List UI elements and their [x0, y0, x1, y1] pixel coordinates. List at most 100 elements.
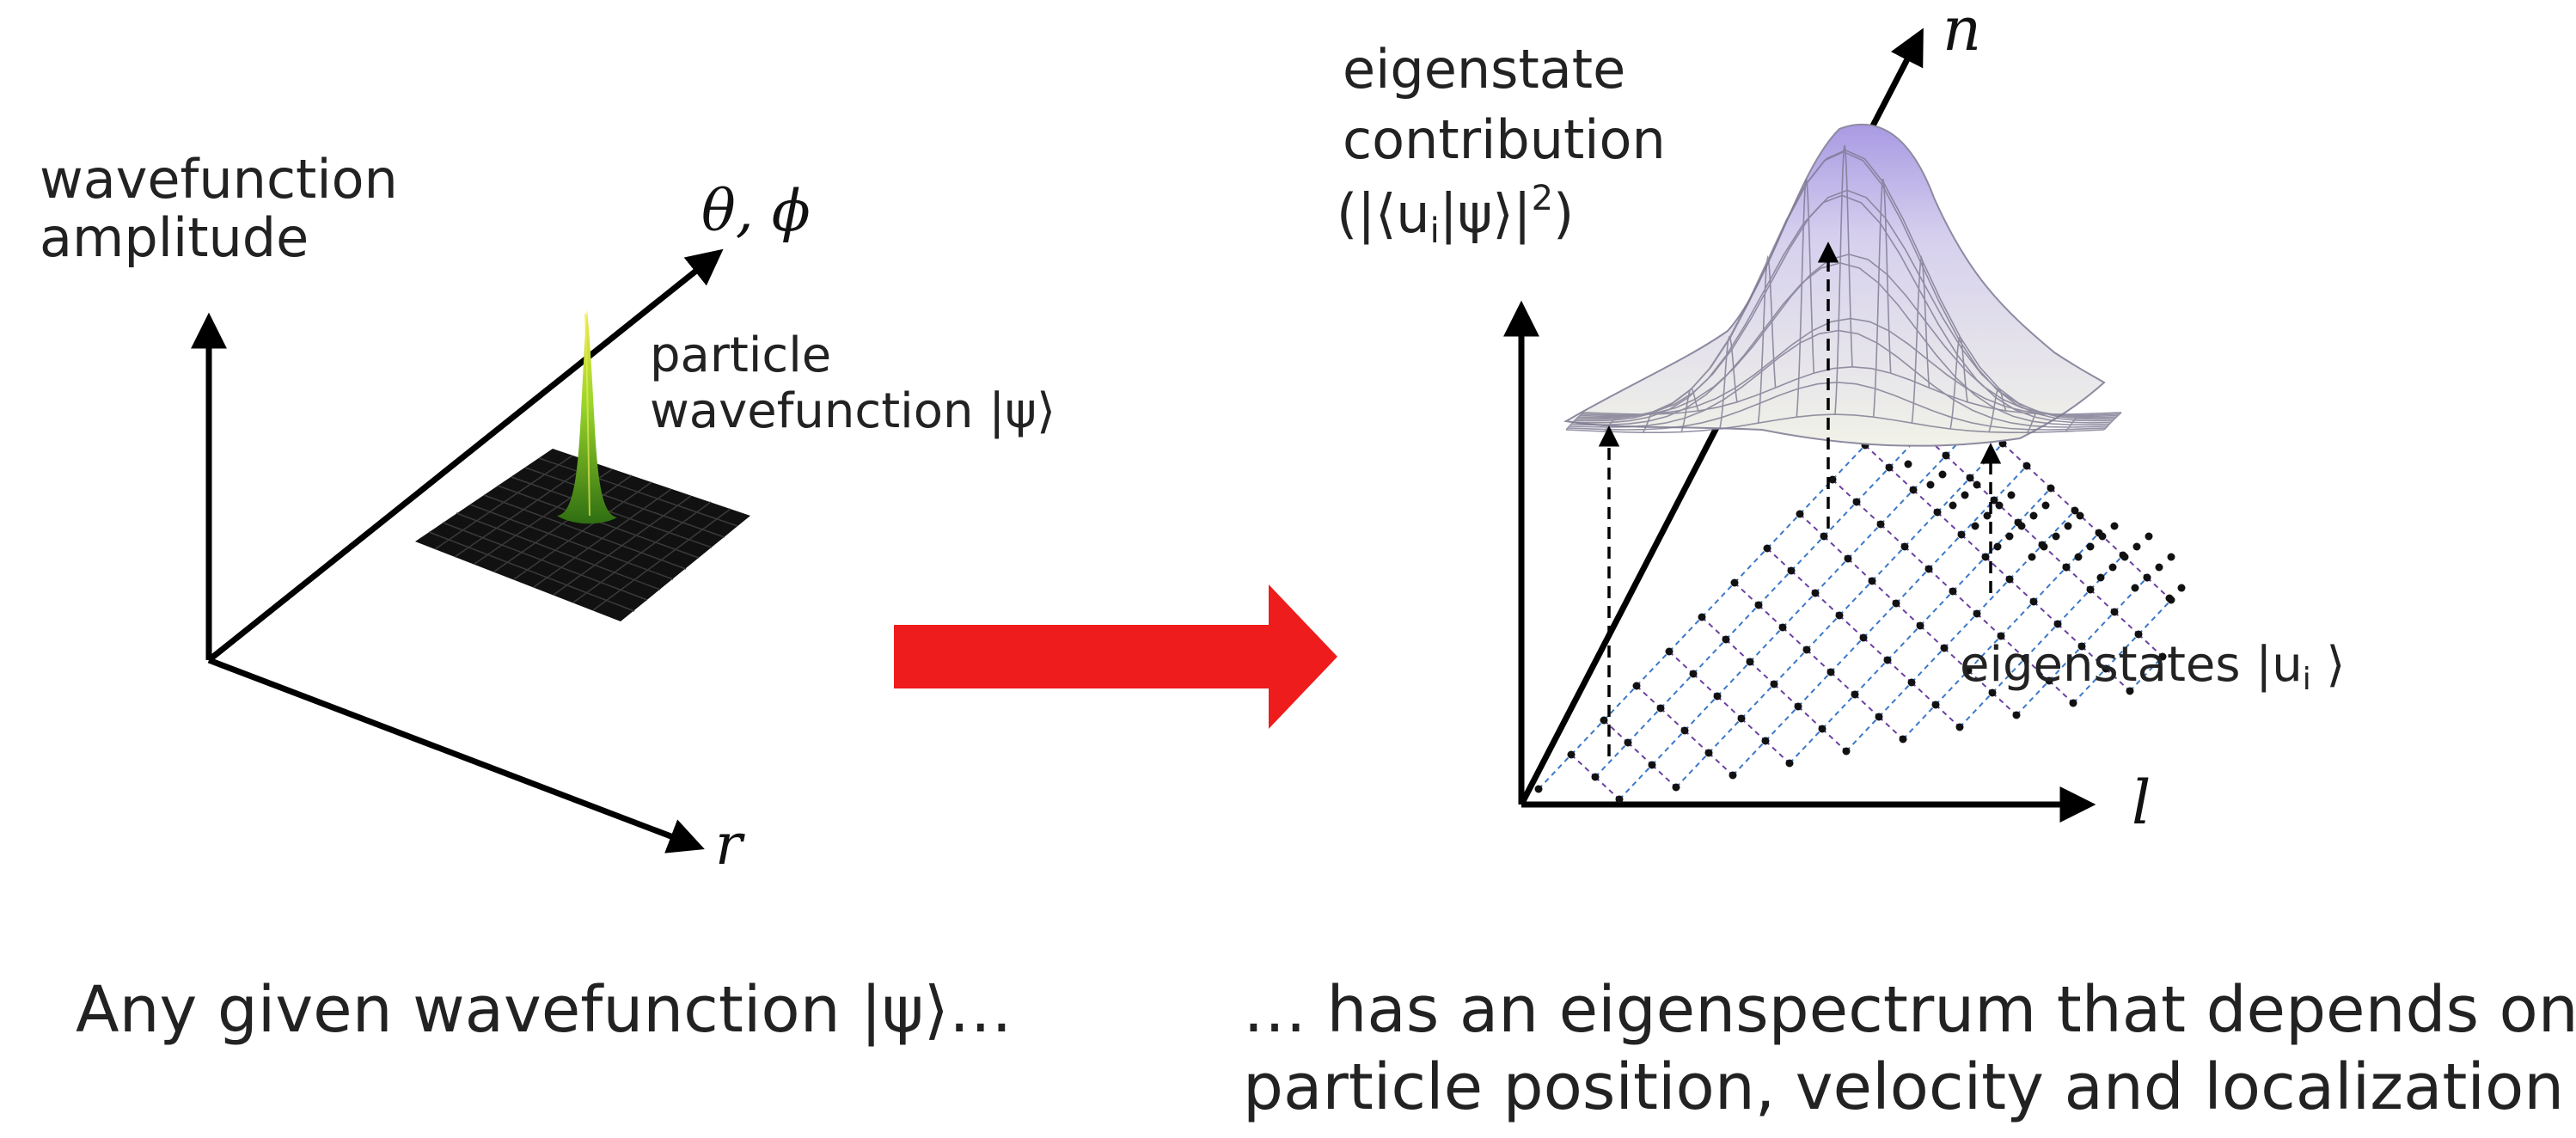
- surface-mesh-line: [1577, 189, 2117, 419]
- left-panel: wavefunction amplitude θ, ϕ r particle w…: [40, 148, 1055, 1047]
- lattice-link: [1976, 613, 2002, 637]
- right-caption-line2: particle position, velocity and localiza…: [1243, 1050, 2564, 1124]
- eigenstate-point: [1955, 723, 1964, 731]
- eigenstate-point: [1942, 451, 1950, 460]
- lattice-link: [1570, 754, 1596, 778]
- lattice-link: [1684, 695, 1718, 731]
- lattice-link: [1854, 694, 1880, 718]
- eigenstate-point: [2165, 594, 2174, 603]
- eigenstate-point: [1844, 554, 1852, 563]
- eigenstate-point: [1754, 601, 1763, 609]
- lattice-link: [2048, 645, 2083, 682]
- eigenstate-point: [1907, 678, 1916, 687]
- eigenstate-point: [1730, 578, 1739, 587]
- eigenstate-point: [2076, 511, 2084, 520]
- lattice-link: [1895, 603, 1921, 627]
- eigenstate-point: [1632, 682, 1641, 690]
- eigenstate-point: [2012, 711, 2021, 719]
- lattice-link: [1887, 625, 1921, 661]
- eigenstate-point: [2029, 597, 2038, 606]
- eigenstate-point: [2086, 585, 2095, 594]
- eigenstate-point: [2108, 563, 2117, 572]
- lattice-link: [1708, 718, 1742, 754]
- eigenstate-point: [1835, 611, 1844, 620]
- lattice-link: [1985, 522, 2019, 558]
- eigenstate-point: [2086, 542, 2095, 551]
- lattice-link: [2002, 443, 2028, 467]
- lattice-link: [1935, 670, 1969, 706]
- lattice-link: [1912, 489, 1938, 513]
- lattice-link: [1741, 683, 1775, 719]
- lattice-link: [1725, 639, 1751, 663]
- lattice-link: [1692, 639, 1727, 675]
- eigenstate-point: [1704, 749, 1713, 757]
- eigenstate-point: [2132, 542, 2141, 551]
- lattice-link: [1684, 730, 1710, 754]
- eigenstate-point: [1737, 714, 1746, 723]
- lattice-link: [1928, 534, 1962, 570]
- lattice-link: [2009, 578, 2034, 603]
- lattice-link: [2041, 510, 2076, 546]
- eigenstate-point: [1966, 474, 1974, 482]
- eigenstate-point: [1949, 501, 1957, 510]
- lattice-link: [1725, 604, 1759, 640]
- lattice-link: [1919, 625, 1945, 649]
- lattice-link: [2026, 465, 2052, 489]
- left-depth-axis-label: θ, ϕ: [701, 178, 811, 244]
- lattice-link: [1880, 489, 1914, 525]
- eigenstate-point: [1997, 632, 2005, 640]
- lattice-link: [1594, 776, 1620, 800]
- lattice-link: [1758, 604, 1784, 628]
- eigenstate-point: [1859, 633, 1868, 642]
- eigenstate-point: [1949, 587, 1957, 596]
- lattice-link: [1758, 570, 1792, 606]
- lattice-link: [1741, 718, 1766, 742]
- lattice-link: [1773, 683, 1799, 707]
- lattice-link: [1749, 661, 1775, 685]
- lattice-link: [1878, 682, 1912, 718]
- right-y-axis-label-line3: (|⟨ui|ψ⟩|2): [1337, 179, 1574, 251]
- lattice-link: [1976, 578, 2010, 615]
- eigenstate-point: [1904, 460, 1912, 468]
- lattice-link: [1734, 548, 1768, 584]
- eigenstate-point: [2110, 522, 2119, 530]
- surface-mesh-line: [1579, 254, 2119, 417]
- lattice-link: [1911, 682, 1937, 706]
- eigenstate-point: [2069, 699, 2077, 707]
- eigenstate-point: [1931, 701, 1940, 709]
- lattice-link: [2105, 633, 2139, 670]
- eigenstate-point: [1988, 688, 1997, 697]
- lattice-link: [1701, 616, 1727, 640]
- lattice-link: [1651, 764, 1677, 788]
- eigenstate-point: [1624, 738, 1632, 747]
- eigenstate-point: [2145, 532, 2153, 541]
- lattice-link: [1832, 479, 1857, 503]
- eigenstate-surface: [1563, 123, 2122, 447]
- eigenstate-point: [2131, 584, 2139, 592]
- eigenstate-point: [2177, 584, 2186, 592]
- eigenstate-point: [2005, 575, 2014, 584]
- eigenstate-point: [2053, 620, 2062, 628]
- lattice-link: [1832, 444, 1866, 480]
- eigenstate-point: [1591, 773, 1600, 781]
- lattice-link: [1887, 659, 1912, 683]
- lattice-link: [2017, 487, 2052, 523]
- lattice-link: [1636, 685, 1661, 709]
- eigenstate-point: [1842, 747, 1851, 756]
- eigenstate-point: [2134, 630, 2143, 639]
- lattice-link: [2114, 577, 2148, 613]
- left-x-axis-label: r: [715, 811, 745, 878]
- peak-label-line2: wavefunction |ψ⟩: [650, 383, 1055, 439]
- eigenstate-point: [2045, 676, 2053, 685]
- surface-mesh-line: [1581, 317, 2120, 416]
- surface-mesh-line: [1569, 329, 2108, 428]
- lattice-link: [1878, 716, 1904, 740]
- eigenstate-point: [1615, 795, 1624, 804]
- eigenstate-point: [2062, 563, 2071, 572]
- right-x-axis-label: l: [2132, 768, 2151, 838]
- eigenstate-point: [1811, 589, 1820, 597]
- lattice-link: [1959, 692, 1993, 728]
- eigenstate-point: [1665, 647, 1673, 656]
- lattice-link: [1765, 706, 1799, 742]
- lattice-link: [1863, 603, 1897, 639]
